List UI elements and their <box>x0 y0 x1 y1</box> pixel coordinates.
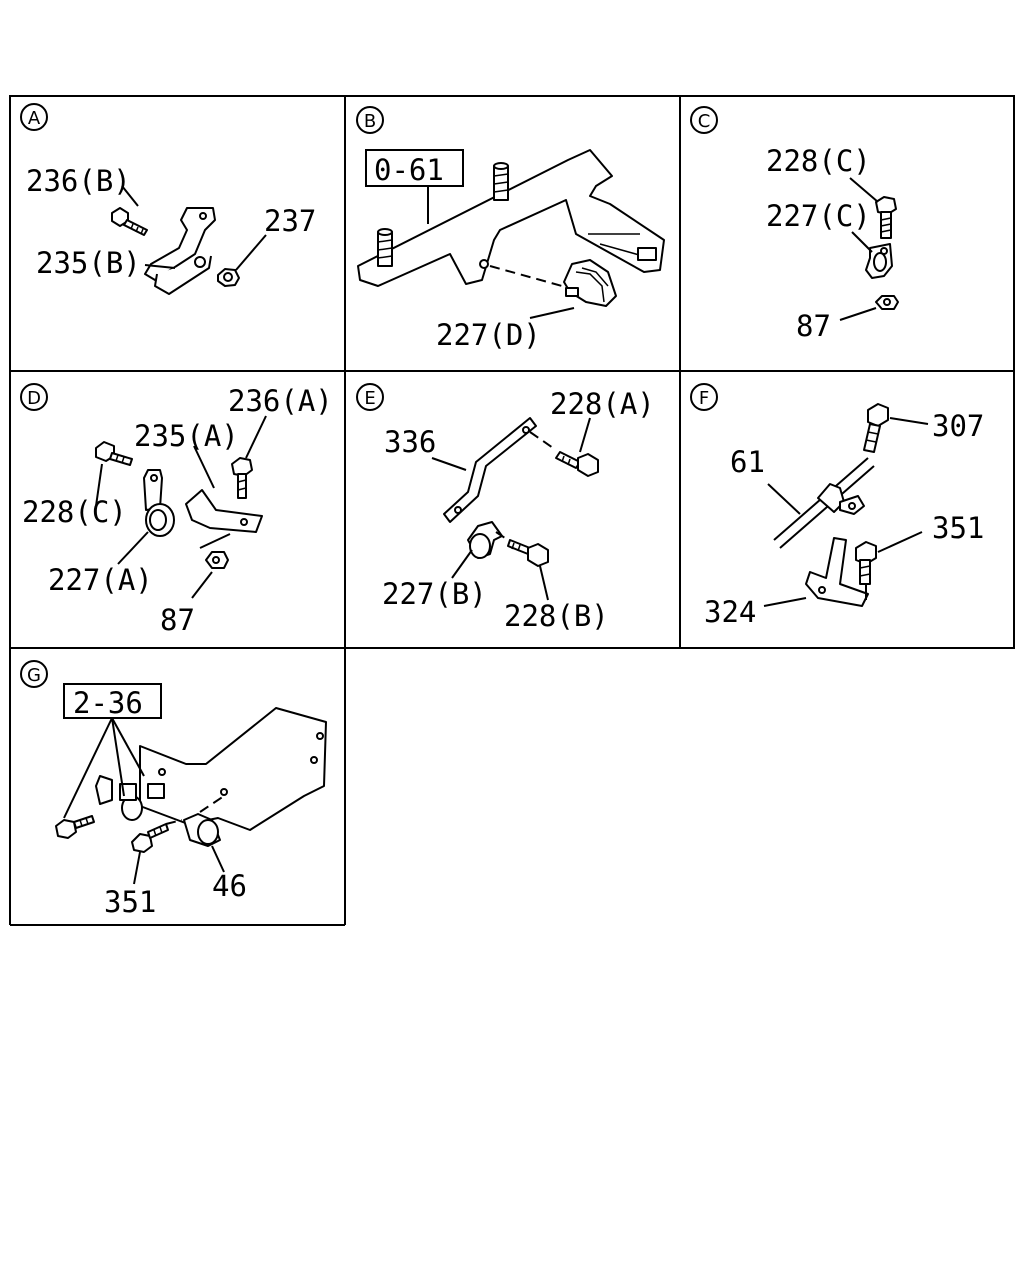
bolt-228a-part <box>555 451 599 477</box>
panel-c-letter: C <box>698 111 711 132</box>
label-87-d: 87 <box>160 603 195 637</box>
clip-part <box>817 483 865 515</box>
label-236a: 236(A) <box>228 384 333 418</box>
ref-box-0-61 <box>365 149 464 187</box>
panel-f: F 307 <box>690 383 984 629</box>
label-228c-d: 228(C) <box>22 495 127 529</box>
stud-part <box>493 162 509 201</box>
panel-d-letter: D <box>27 388 41 409</box>
label-227a: 227(A) <box>48 563 153 597</box>
stud-part <box>377 228 393 267</box>
label-235b: 235(B) <box>36 246 141 280</box>
label-307: 307 <box>932 409 984 443</box>
bolt-307-part <box>863 403 889 453</box>
bracket-235b-part <box>144 207 216 295</box>
panel-g-letter: G <box>27 665 41 686</box>
panel-e-letter: E <box>364 388 375 409</box>
bolt-part <box>55 815 95 839</box>
label-235a: 235(A) <box>134 419 239 453</box>
bolt-228c-part <box>95 441 133 466</box>
label-227b: 227(B) <box>382 577 487 611</box>
panel-a-letter-badge: A <box>20 103 48 131</box>
nut-87-part <box>205 551 229 569</box>
label-228b: 228(B) <box>504 599 609 633</box>
bolt-236a-part <box>231 457 253 499</box>
label-227c: 227(C) <box>766 199 871 233</box>
label-228a: 228(A) <box>550 387 655 421</box>
bracket-336-part <box>443 417 537 523</box>
clamp-227b-part <box>467 521 503 559</box>
panel-c-letter-badge: C <box>690 106 718 134</box>
panel-c: C 228(C) 227(C) 87 <box>690 106 899 343</box>
panel-f-letter-badge: F <box>690 383 718 411</box>
bolt-228c-part <box>875 196 897 239</box>
panel-g-letter-badge: G <box>20 660 48 688</box>
ref-label-0-61: 0-61 <box>374 153 444 187</box>
bolt-351-part <box>131 823 169 853</box>
clamp-227a-part <box>143 469 175 537</box>
nut-87-part <box>875 295 899 310</box>
label-227d: 227(D) <box>436 318 541 352</box>
ref-label-2-36: 2-36 <box>73 686 143 720</box>
clip-227d-part <box>563 259 617 307</box>
label-46: 46 <box>212 869 247 903</box>
label-228c: 228(C) <box>766 144 871 178</box>
bracket-235a-part <box>185 489 263 533</box>
panel-g: G 2-36 <box>20 660 327 919</box>
panel-e-letter-badge: E <box>356 383 384 411</box>
panel-d: D <box>20 383 333 637</box>
panel-d-letter-badge: D <box>20 383 48 411</box>
label-237: 237 <box>264 204 316 238</box>
label-336: 336 <box>384 425 436 459</box>
bracket-part <box>139 707 327 831</box>
clamp-46-part <box>183 813 221 847</box>
label-87: 87 <box>796 309 831 343</box>
panel-grid <box>9 95 1015 926</box>
label-351: 351 <box>932 511 984 545</box>
nut-237-part <box>217 268 240 287</box>
clamp-part <box>95 775 143 821</box>
panel-b: B 0-61 <box>356 106 665 352</box>
panel-b-letter-badge: B <box>356 106 384 134</box>
label-351-g: 351 <box>104 885 156 919</box>
bolt-228b-part <box>507 539 549 567</box>
clamp-227c-part <box>865 243 893 279</box>
panel-a-letter: A <box>28 108 41 129</box>
panel-a: A 236(B) 235(B) 237 <box>20 103 316 295</box>
bolt-351-part <box>855 541 877 585</box>
panel-b-letter: B <box>364 111 376 132</box>
frame-member-part <box>357 149 665 287</box>
panel-f-letter: F <box>699 388 709 409</box>
label-61: 61 <box>730 445 765 479</box>
bolt-236b-part <box>111 207 148 236</box>
label-324: 324 <box>704 595 756 629</box>
panel-e: E 336 228(A) 227(B) <box>356 383 655 633</box>
label-236b: 236(B) <box>26 164 131 198</box>
